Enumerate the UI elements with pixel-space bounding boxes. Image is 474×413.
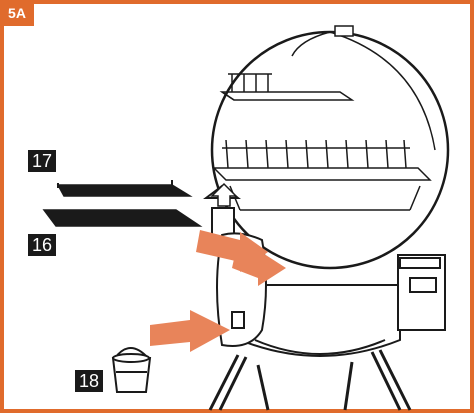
grill-legs bbox=[210, 350, 410, 410]
grill-grate-part bbox=[44, 210, 200, 226]
part-number-17: 17 bbox=[28, 150, 56, 172]
step-label: 5A bbox=[0, 0, 34, 26]
part-number-18: 18 bbox=[75, 370, 103, 392]
part-number-16: 16 bbox=[28, 234, 56, 256]
grease-bucket-part bbox=[113, 348, 150, 392]
lid-magnifier bbox=[212, 26, 448, 268]
upper-rack-part bbox=[58, 180, 190, 196]
